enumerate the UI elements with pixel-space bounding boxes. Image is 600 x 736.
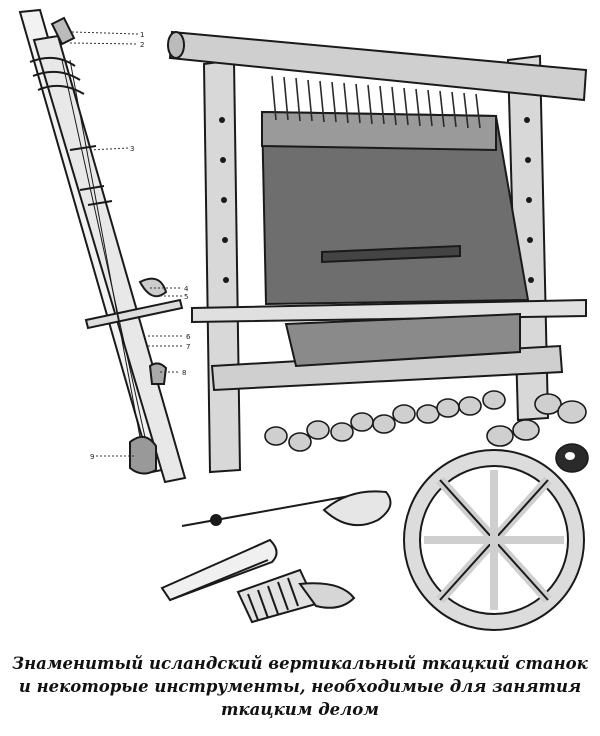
part-number-5: 5 bbox=[184, 293, 188, 301]
loom-front-view bbox=[167, 30, 588, 474]
caption-line-2: и некоторые инструменты, необходимые для… bbox=[18, 677, 582, 696]
part-number-1: 1 bbox=[140, 31, 144, 39]
weaving-comb-tool bbox=[236, 568, 356, 624]
spinning-wheel-whorl bbox=[403, 449, 585, 631]
part-number-8: 8 bbox=[182, 369, 186, 377]
figure-caption: Знаменитый исландский вертикальный ткацк… bbox=[0, 652, 600, 721]
spindle-tool bbox=[181, 490, 392, 527]
loom-weights bbox=[264, 390, 589, 473]
part-number-9: 9 bbox=[90, 453, 94, 461]
warp-threads bbox=[271, 75, 481, 129]
loom-side-view bbox=[18, 8, 187, 484]
part-callouts bbox=[69, 31, 184, 457]
part-number-3: 3 bbox=[130, 145, 134, 153]
caption-line-1: Знаменитый исландский вертикальный ткацк… bbox=[12, 654, 588, 673]
part-number-6: 6 bbox=[186, 333, 191, 341]
shears-tool bbox=[160, 538, 278, 602]
part-number-2: 2 bbox=[140, 41, 144, 49]
upright-peg-holes bbox=[219, 117, 534, 283]
loom-illustration: 1 2 3 4 5 6 7 8 9 bbox=[18, 8, 589, 631]
caption-line-3: ткацким делом bbox=[221, 700, 379, 719]
part-number-7: 7 bbox=[186, 343, 190, 351]
part-number-4: 4 bbox=[184, 285, 189, 293]
